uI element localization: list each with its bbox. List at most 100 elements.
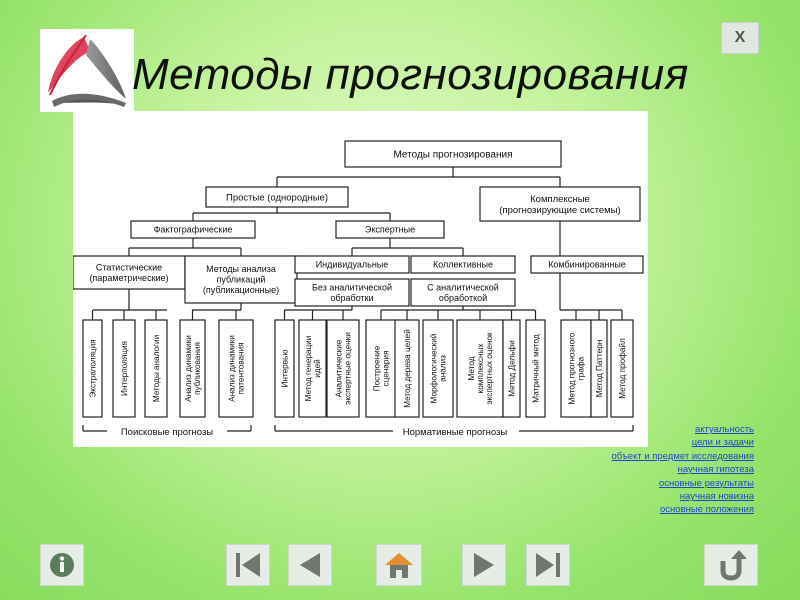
complex-box-text: Комплексные: [530, 194, 590, 205]
link-provisions[interactable]: основные положения: [660, 504, 754, 516]
section-links: актуальность цели и задачи объект и пред…: [611, 423, 754, 517]
simple-box: Простые (однородные): [205, 186, 349, 208]
simple-box-text: Простые (однородные): [226, 192, 328, 203]
with-analytic-box-text: обработкой: [439, 293, 487, 303]
method-label: Матричный метод: [531, 334, 540, 403]
method-box: Метод Паттерн: [590, 319, 608, 418]
info-button[interactable]: [40, 544, 84, 586]
link-goals[interactable]: цели и задачи: [691, 437, 754, 449]
pub-analysis-box-text: Методы анализа: [206, 264, 276, 274]
root-box: Методы прогнозирования: [344, 140, 562, 168]
link-relevance[interactable]: актуальность: [694, 424, 754, 435]
method-label: Анализ динамики: [227, 335, 236, 402]
method-label: Анализ динамики: [184, 335, 193, 402]
method-label: Метод генерации: [304, 336, 313, 402]
first-page-button[interactable]: [226, 544, 270, 586]
method-label: графа: [576, 356, 585, 380]
method-label: Аналитические: [334, 339, 343, 397]
method-label: экспертные оценки: [343, 332, 352, 405]
with-analytic-box-text: С аналитической: [427, 282, 499, 292]
method-label: Метод прогнозного: [567, 332, 576, 404]
home-button[interactable]: [376, 544, 422, 586]
factographic-box-text: Фактографические: [154, 225, 233, 235]
method-label: комплексных: [476, 344, 485, 394]
home-icon: [385, 553, 413, 578]
method-label: сценария: [381, 351, 390, 387]
combined-box: Комбинированные: [530, 255, 644, 274]
collective-box-text: Коллективные: [433, 260, 493, 270]
method-box: Интерполяция: [112, 319, 136, 418]
root-box-text: Методы прогнозирования: [393, 150, 512, 161]
method-label: Морфологический: [429, 334, 438, 404]
next-page-button[interactable]: [462, 544, 506, 586]
method-box: Методы аналогии: [144, 319, 168, 418]
individual-box: Индивидуальные: [294, 255, 410, 274]
previous-page-button[interactable]: [288, 544, 332, 586]
method-label: Экстраполяция: [88, 339, 97, 397]
method-label: Интервью: [280, 350, 289, 388]
method-label: Интерполяция: [120, 341, 129, 396]
triangle-logo-icon: [48, 34, 126, 107]
link-results[interactable]: основные результаты: [658, 477, 754, 489]
method-label: Построение: [372, 345, 381, 391]
method-label: идей: [313, 359, 322, 377]
next-page-icon: [474, 553, 494, 577]
method-box: Метод Дельфи: [502, 319, 521, 418]
pub-analysis-box-text: (публикационные): [203, 285, 279, 295]
first-page-icon: [236, 553, 260, 577]
method-box: Матричный метод: [525, 319, 546, 418]
link-hypothesis[interactable]: научная гипотеза: [677, 464, 754, 476]
method-label: Метод: [467, 356, 476, 380]
expert-box-text: Экспертные: [365, 225, 415, 235]
statistical-box-text: Статистические: [96, 262, 162, 272]
method-label: анализ: [438, 355, 447, 382]
method-label: Метод Дельфи: [507, 340, 516, 396]
complex-box-text: (прогнозирующие системы): [499, 205, 620, 216]
page-title: Методы прогнозирования: [132, 50, 689, 99]
combined-box-text: Комбинированные: [548, 260, 626, 270]
no-analytic-box-text: Без аналитической: [312, 282, 392, 292]
close-button[interactable]: X: [721, 22, 759, 54]
no-analytic-box-text: обработки: [330, 293, 373, 303]
complex-box: Комплексные(прогнозирующие системы): [479, 186, 641, 222]
method-label: Методы аналогии: [152, 335, 161, 402]
method-label: Метод Паттерн: [595, 340, 604, 398]
pub-analysis-box-text: публикаций: [217, 275, 266, 285]
previous-page-icon: [300, 553, 320, 577]
link-novelty[interactable]: научная новизна: [679, 491, 754, 503]
method-label: Метод дерева целей: [403, 329, 412, 408]
last-page-button[interactable]: [526, 544, 570, 586]
return-icon: [720, 550, 747, 581]
link-object-subject[interactable]: объект и предмет исследования: [611, 450, 754, 462]
method-label: Метод профайл: [618, 338, 627, 399]
return-button[interactable]: [704, 544, 758, 586]
search-forecasts-label: Поисковые прогнозы: [121, 427, 213, 438]
expert-box: Экспертные: [335, 220, 445, 239]
logo: [40, 29, 134, 112]
statistical-box-text: (параметрические): [89, 273, 168, 283]
method-label: экспертных оценок: [485, 332, 494, 405]
collective-box: Коллективные: [410, 255, 516, 274]
method-box: Интервью: [274, 319, 295, 418]
method-label: публикования: [193, 342, 202, 395]
normative-forecasts-label: Нормативные прогнозы: [403, 427, 508, 438]
info-icon: [50, 553, 74, 577]
statistical-box: Статистические(параметрические): [73, 255, 186, 290]
method-box: Метод дерева целей: [394, 319, 420, 418]
method-label: патентования: [236, 342, 245, 394]
method-box: Экстраполяция: [82, 319, 103, 418]
individual-box-text: Индивидуальные: [316, 260, 389, 270]
last-page-icon: [536, 553, 560, 577]
